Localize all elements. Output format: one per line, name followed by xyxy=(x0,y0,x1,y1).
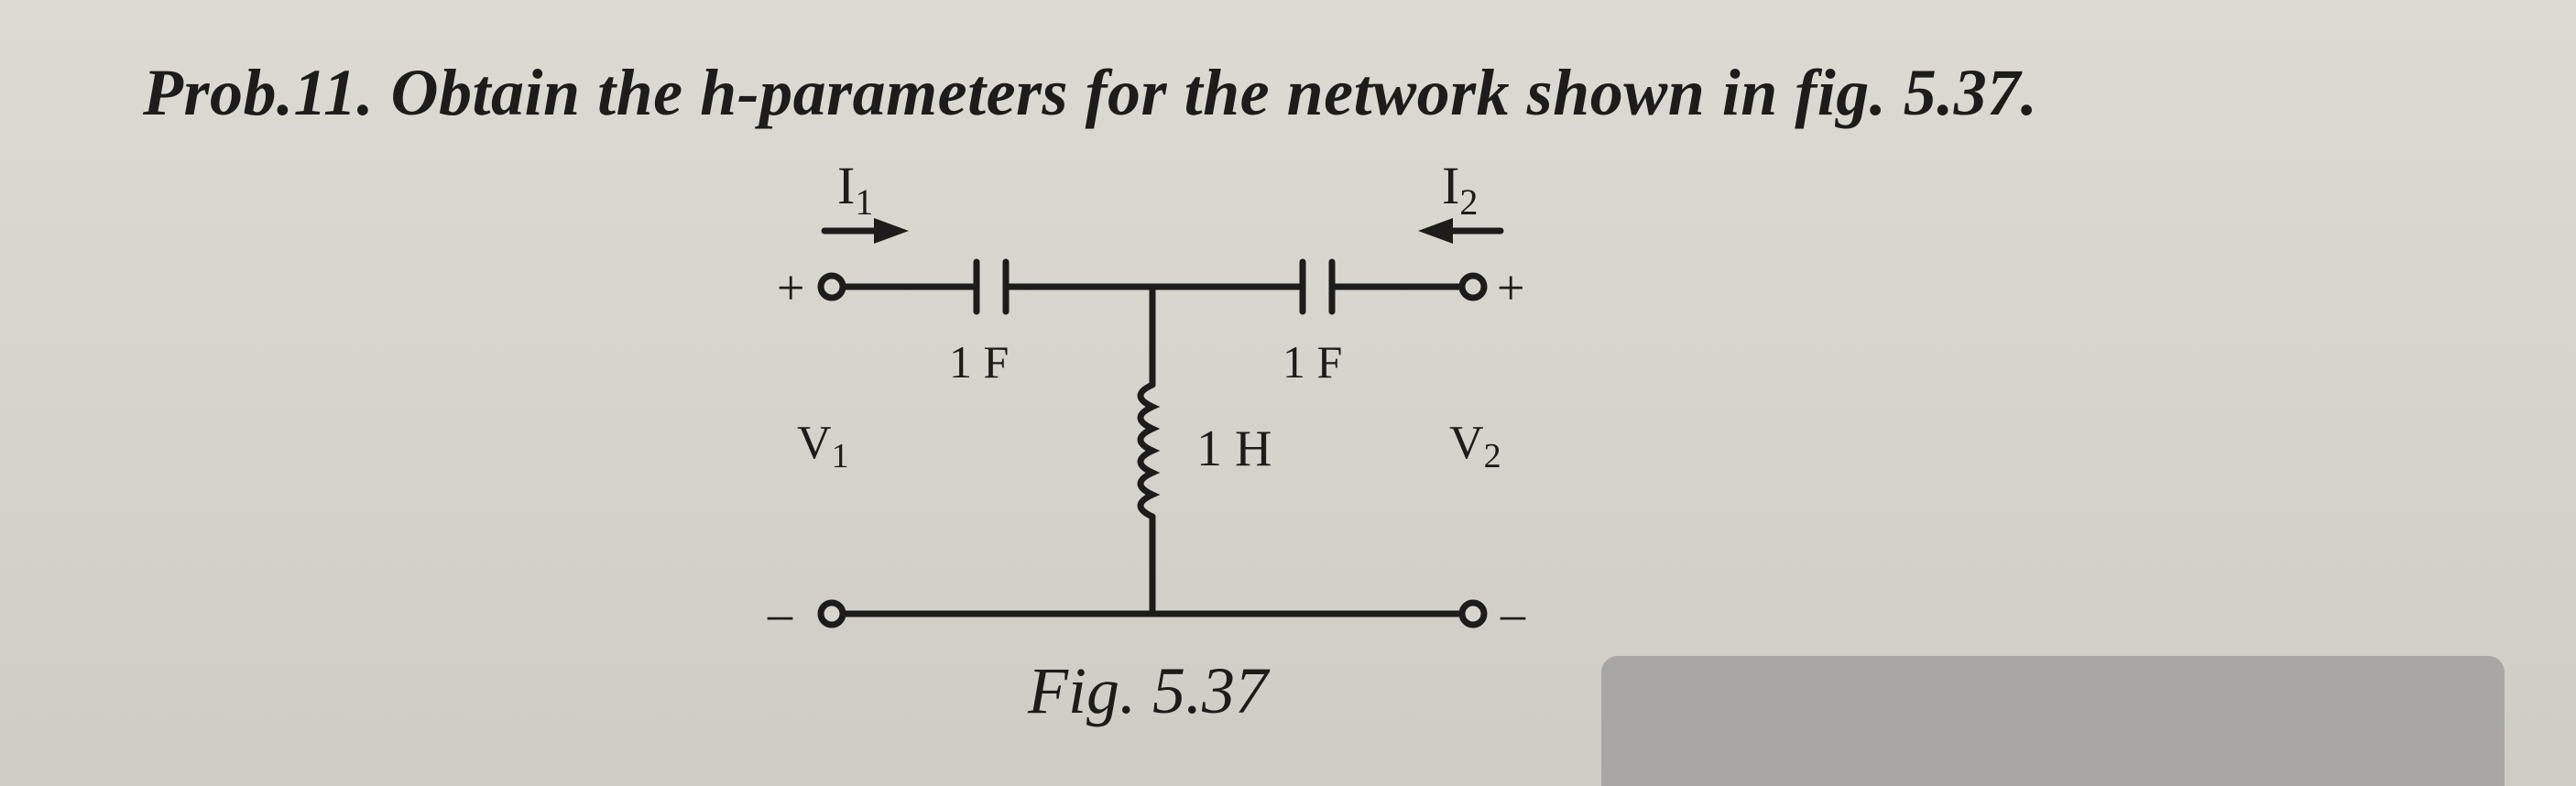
voltage-in-label: V1 xyxy=(797,417,849,475)
terminal-bottom-left xyxy=(817,599,846,628)
inductor-label: 1 H xyxy=(1196,420,1272,477)
current-in-label: I1 xyxy=(837,156,873,223)
problem-heading: Prob.11. Obtain the h-parameters for the… xyxy=(143,56,2038,129)
terminal-bottom-right xyxy=(1458,599,1488,628)
terminal-in-plus: + xyxy=(777,260,804,315)
terminal-in-minus: – xyxy=(767,586,793,641)
terminal-out-minus: – xyxy=(1500,586,1526,641)
figure-caption: Fig. 5.37 xyxy=(1027,654,1271,727)
voltage-out-label: V2 xyxy=(1449,417,1501,475)
terminal-top-right xyxy=(1458,272,1488,301)
inductor-coil xyxy=(1137,381,1161,520)
current-out-label: I2 xyxy=(1442,156,1478,223)
capacitor-right-label: 1 F xyxy=(1283,336,1342,388)
terminal-top-left xyxy=(817,272,846,301)
current-arrow-out-head xyxy=(1418,218,1453,244)
capacitor-left-label: 1 F xyxy=(949,336,1009,388)
terminal-out-plus: + xyxy=(1497,260,1524,315)
redaction-box xyxy=(1601,656,2505,786)
current-arrow-in-head xyxy=(874,218,909,244)
